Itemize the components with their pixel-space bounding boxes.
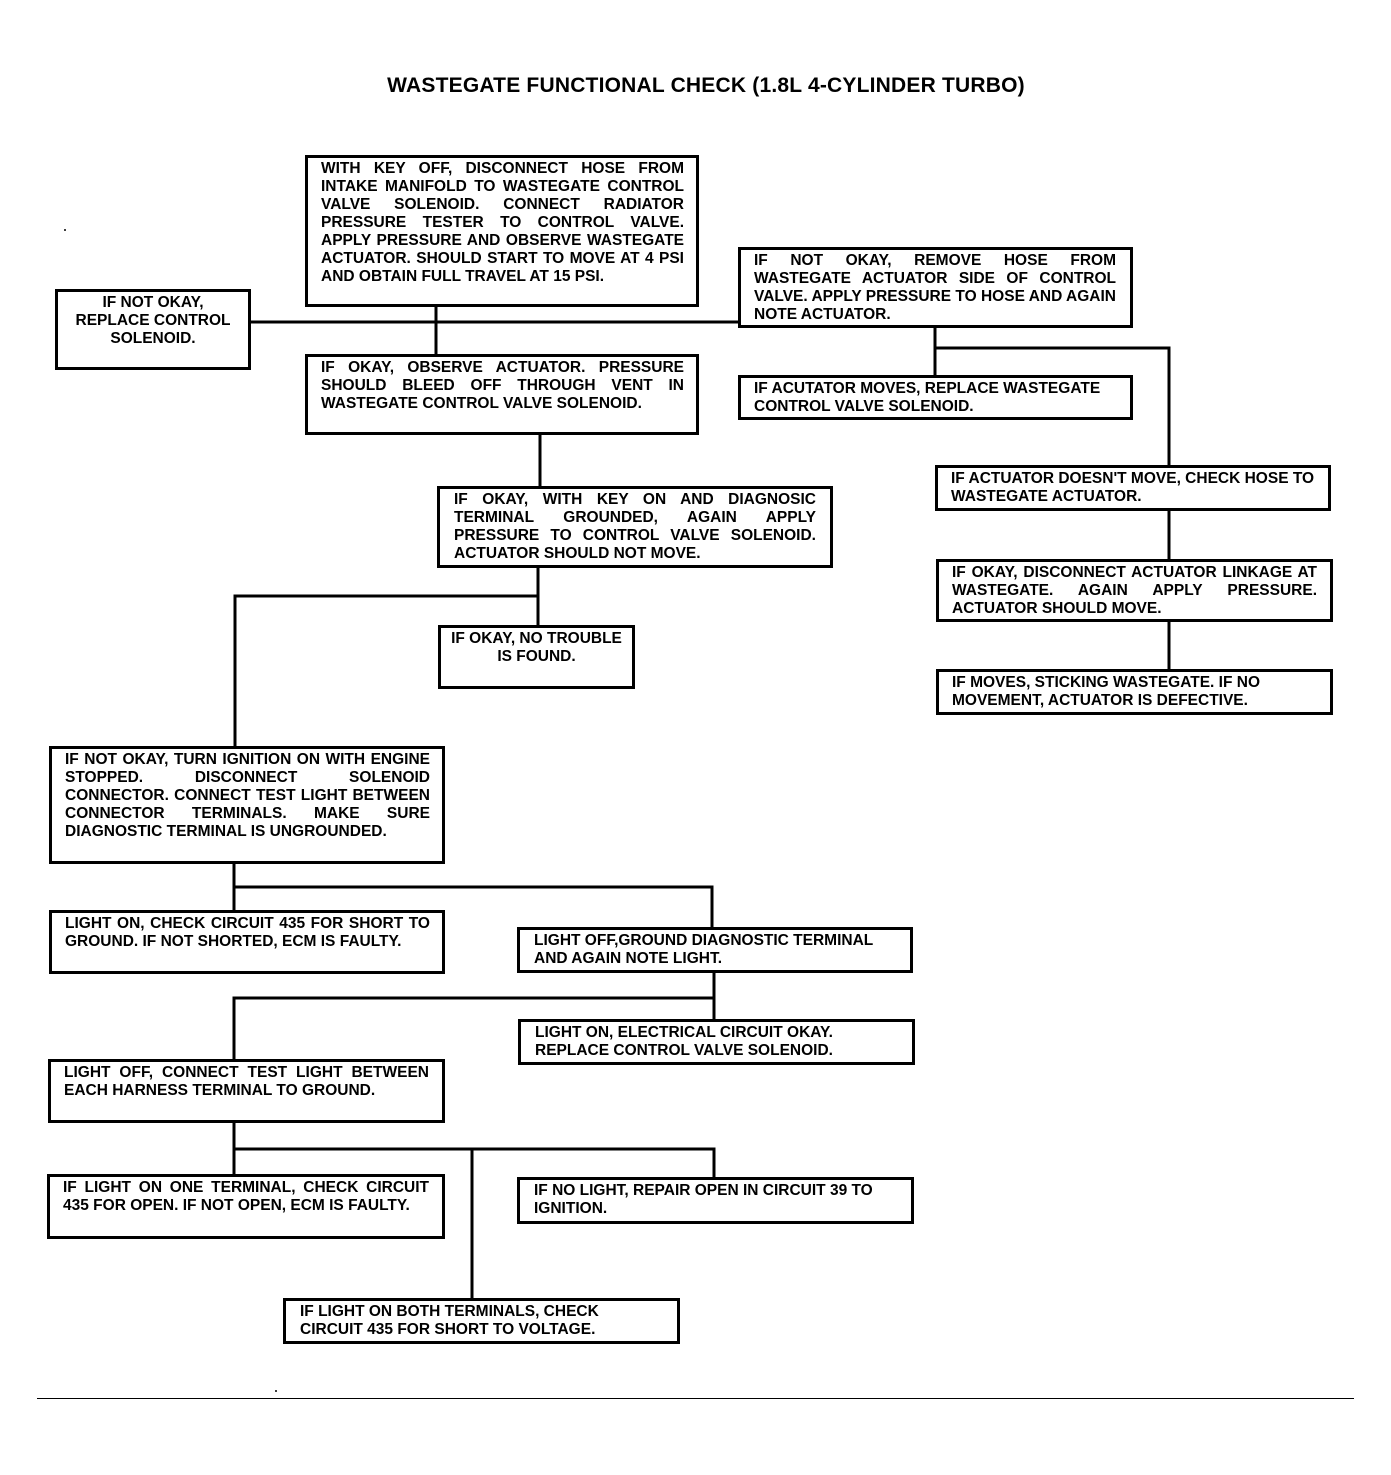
box-disconnect-linkage: IF OKAY, DISCONNECT ACTUATOR LINKAGE AT … xyxy=(936,559,1333,622)
connector-key-on-branches xyxy=(233,565,540,750)
box-remove-hose: IF NOT OKAY, REMOVE HOSE FROM WASTEGATE … xyxy=(738,247,1133,328)
box-initial-check: WITH KEY OFF, DISCONNECT HOSE FROM INTAK… xyxy=(305,155,699,307)
connector-remove-hose-branches xyxy=(933,325,1171,469)
box-sticking-wastegate: IF MOVES, STICKING WASTEGATE. IF NO MOVE… xyxy=(936,669,1333,715)
box-actuator-no-move: IF ACTUATOR DOESN'T MOVE, CHECK HOSE TO … xyxy=(935,465,1331,511)
box-observe-bleed: IF OKAY, OBSERVE ACTUATOR. PRESSURE SHOU… xyxy=(305,354,699,435)
footer-rule xyxy=(37,1398,1354,1399)
page-title: WASTEGATE FUNCTIONAL CHECK (1.8L 4-CYLIN… xyxy=(387,74,1025,97)
scan-speck xyxy=(64,229,66,231)
box-key-on-grounded: IF OKAY, WITH KEY ON AND DIAGNOSIC TERMI… xyxy=(437,486,833,568)
box-light-both-terminals: IF LIGHT ON BOTH TERMINALS, CHECK CIRCUI… xyxy=(283,1298,680,1344)
box-no-trouble: IF OKAY, NO TROUBLE IS FOUND. xyxy=(438,625,635,689)
scan-speck xyxy=(275,1390,277,1392)
box-light-off-harness: LIGHT OFF, CONNECT TEST LIGHT BETWEEN EA… xyxy=(48,1059,445,1123)
connector-light-off-branches xyxy=(232,970,716,1063)
box-no-light: IF NO LIGHT, REPAIR OPEN IN CIRCUIT 39 T… xyxy=(517,1177,914,1224)
box-light-on-short: LIGHT ON, CHECK CIRCUIT 435 FOR SHORT TO… xyxy=(49,910,445,974)
box-actuator-moves: IF ACUTATOR MOVES, REPLACE WASTEGATE CON… xyxy=(738,375,1133,420)
box-light-on-ok: LIGHT ON, ELECTRICAL CIRCUIT OKAY. REPLA… xyxy=(518,1019,915,1065)
box-ignition-on: IF NOT OKAY, TURN IGNITION ON WITH ENGIN… xyxy=(49,746,445,864)
connector-initial-branches xyxy=(248,304,742,357)
box-replace-solenoid: IF NOT OKAY, REPLACE CONTROL SOLENOID. xyxy=(55,289,251,370)
box-light-one-terminal: IF LIGHT ON ONE TERMINAL, CHECK CIRCUIT … xyxy=(47,1174,445,1239)
box-light-off-ground: LIGHT OFF,GROUND DIAGNOSTIC TERMINAL AND… xyxy=(517,927,913,973)
connector-harness-branches xyxy=(232,1120,716,1302)
connector-ignition-branches xyxy=(232,861,714,931)
